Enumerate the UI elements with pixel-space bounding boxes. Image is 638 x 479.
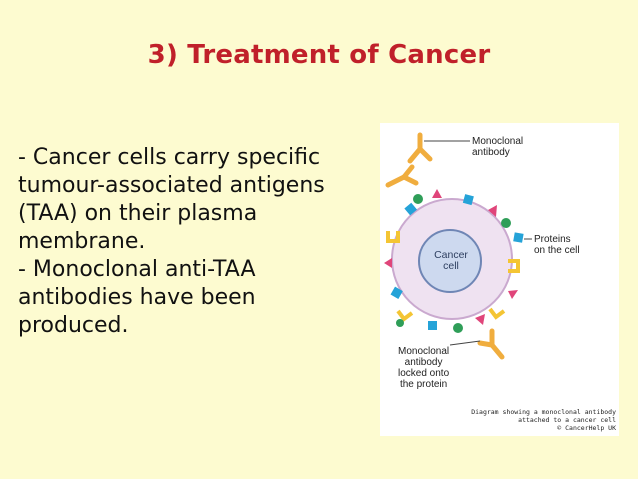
free-antibody-icon bbox=[410, 135, 430, 161]
protein-marker bbox=[475, 314, 485, 325]
protein-marker bbox=[396, 319, 404, 327]
protein-marker bbox=[432, 189, 442, 198]
slide-title: 3) Treatment of Cancer bbox=[0, 40, 638, 70]
protein-marker bbox=[508, 290, 518, 299]
label-monoclonal-antibody: Monoclonal antibody bbox=[472, 136, 523, 158]
protein-marker bbox=[453, 323, 463, 333]
figure-caption: Diagram showing a monoclonal antibody at… bbox=[440, 408, 616, 432]
label-proteins-on-cell: Proteins on the cell bbox=[534, 234, 580, 256]
bullet-monoclonal: - Monoclonal anti-TAA antibodies have be… bbox=[18, 256, 366, 340]
body-text: - Cancer cells carry specific tumour-ass… bbox=[18, 144, 366, 340]
protein-marker bbox=[384, 258, 392, 268]
protein-marker bbox=[490, 309, 504, 317]
protein-marker bbox=[398, 311, 412, 319]
protein-marker bbox=[388, 231, 398, 241]
label-antibody-locked: Monoclonal antibody locked onto the prot… bbox=[398, 346, 449, 390]
locked-antibody-icon bbox=[480, 331, 502, 357]
leader-line bbox=[450, 341, 480, 345]
label-cancer-cell: Cancer cell bbox=[430, 250, 472, 272]
protein-marker bbox=[501, 218, 511, 228]
attached-antibody-icon bbox=[388, 167, 416, 185]
protein-marker bbox=[428, 321, 437, 330]
protein-marker bbox=[413, 194, 423, 204]
bullet-cancer-cells: - Cancer cells carry specific tumour-ass… bbox=[18, 144, 366, 256]
protein-marker bbox=[513, 232, 523, 242]
antibody-diagram: Monoclonal antibody Proteins on the cell… bbox=[380, 123, 619, 436]
